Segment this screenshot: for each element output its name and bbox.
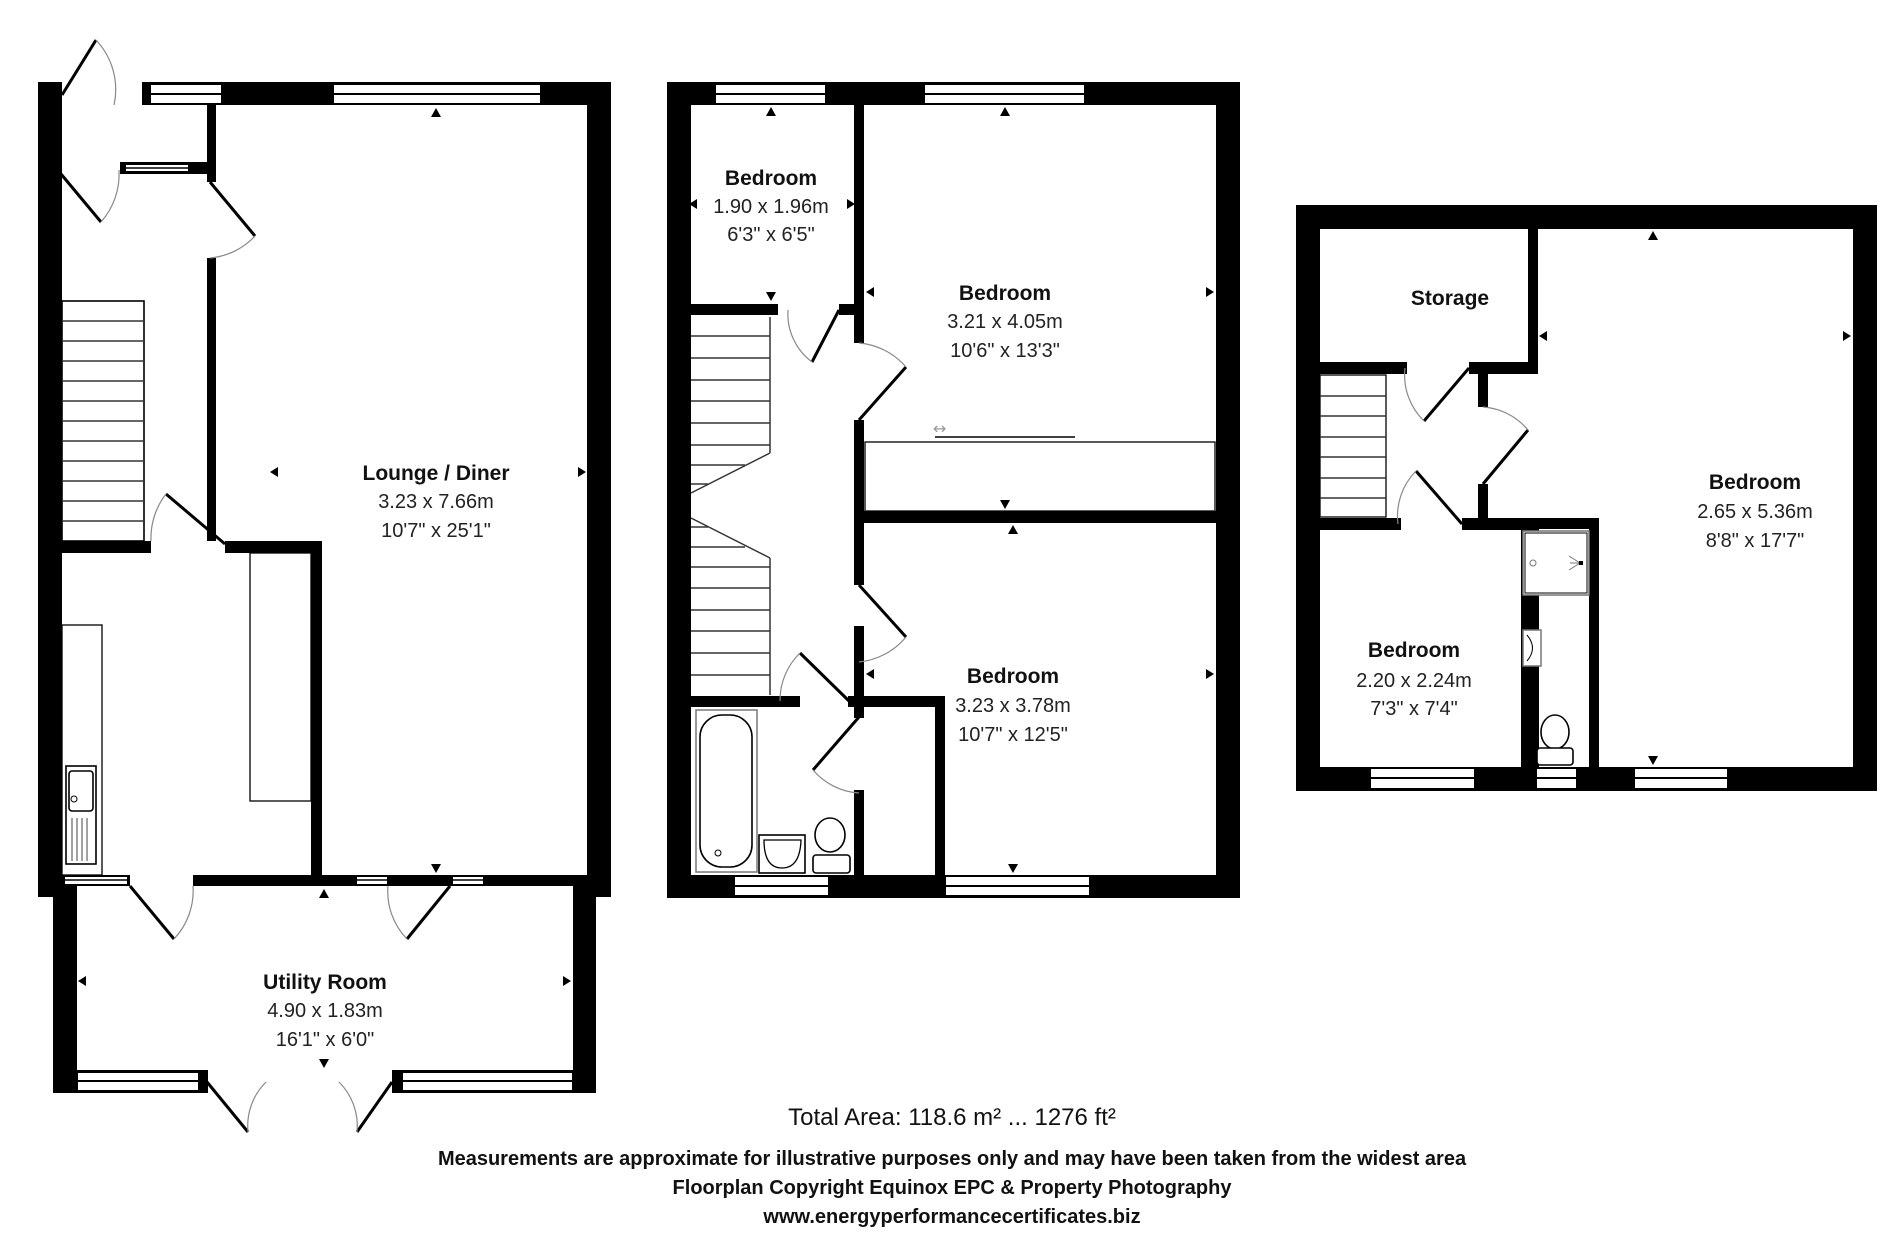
room-metric-bedroom-front: 3.21 x 4.05m	[947, 311, 1063, 333]
room-metric-lounge-diner: 3.23 x 7.66m	[378, 491, 494, 513]
room-metric-bedroom-loft-large: 2.65 x 5.36m	[1697, 501, 1813, 523]
sliding-door-icon: ↔	[933, 419, 946, 438]
room-name-bedroom-loft-small: Bedroom	[1368, 639, 1460, 662]
room-metric-utility-room: 4.90 x 1.83m	[267, 1000, 383, 1022]
room-imperial-lounge-diner: 10'7" x 25'1"	[381, 520, 491, 542]
ground-floor: Lounge / Diner 3.23 x 7.66m 10'7" x 25'1…	[38, 39, 611, 1133]
disclaimer: Measurements are approximate for illustr…	[437, 1148, 1467, 1170]
room-name-bedroom-rear: Bedroom	[967, 665, 1059, 688]
room-name-bedroom-front: Bedroom	[959, 282, 1051, 305]
room-imperial-bedroom-rear: 10'7" x 12'5"	[958, 724, 1068, 746]
first-floor: ↔	[667, 82, 1240, 898]
room-name-bedroom-small: Bedroom	[725, 167, 817, 190]
second-floor: Storage Bedroom 2.65 x 5.36m 8'8" x 17'7…	[1296, 205, 1877, 791]
total-area: Total Area: 118.6 m² ... 1276 ft²	[788, 1104, 1116, 1131]
room-name-utility-room: Utility Room	[263, 971, 387, 994]
room-metric-bedroom-loft-small: 2.20 x 2.24m	[1356, 670, 1472, 692]
room-name-lounge-diner: Lounge / Diner	[363, 462, 510, 485]
room-metric-bedroom-rear: 3.23 x 3.78m	[955, 695, 1071, 717]
room-imperial-bedroom-small: 6'3" x 6'5"	[727, 224, 814, 246]
room-imperial-bedroom-loft-small: 7'3" x 7'4"	[1370, 698, 1457, 720]
room-metric-bedroom-small: 1.90 x 1.96m	[713, 196, 829, 218]
website-link[interactable]: www.energyperformancecertificates.biz	[763, 1206, 1141, 1228]
room-name-bedroom-loft-large: Bedroom	[1709, 471, 1801, 494]
room-name-storage: Storage	[1411, 287, 1489, 310]
room-imperial-bedroom-loft-large: 8'8" x 17'7"	[1706, 530, 1805, 552]
room-imperial-bedroom-front: 10'6" x 13'3"	[950, 340, 1060, 362]
room-imperial-utility-room: 16'1" x 6'0"	[276, 1029, 375, 1051]
copyright-notice: Floorplan Copyright Equinox EPC & Proper…	[672, 1177, 1232, 1199]
